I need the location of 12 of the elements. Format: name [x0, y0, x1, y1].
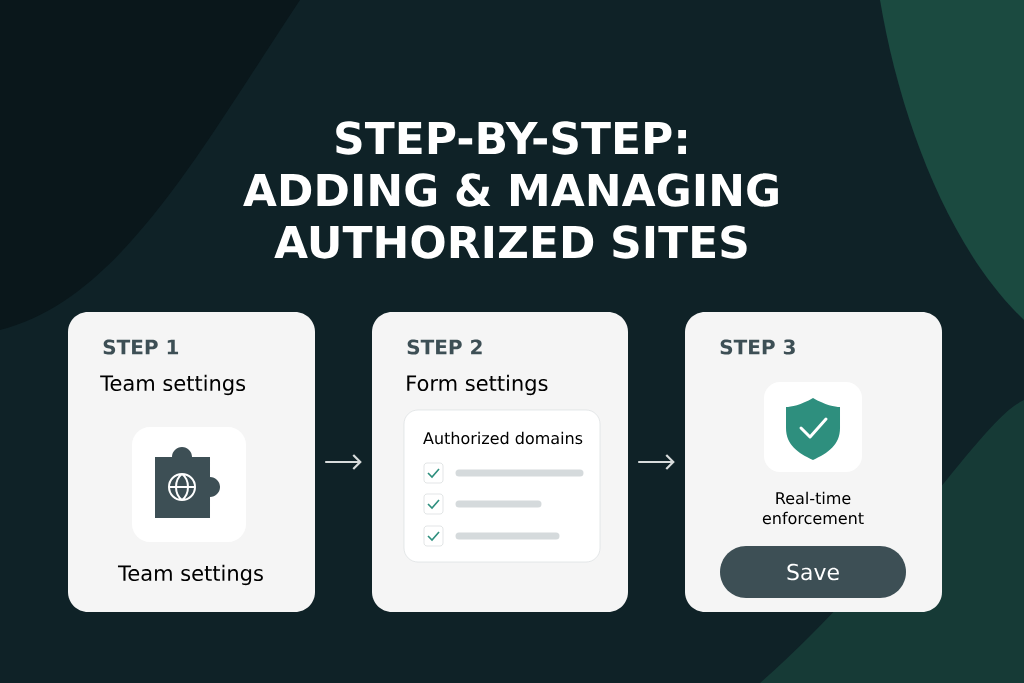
step-label: STEP 3 — [720, 339, 795, 355]
card-title: Team settings — [100, 374, 246, 396]
icon-caption: Real-time enforcement — [762, 491, 864, 525]
arrow — [638, 454, 675, 470]
title: STEP-BY-STEP: ADDING & MANAGING AUTHORIZED SITES — [243, 121, 778, 259]
card-title: Form settings — [407, 374, 548, 396]
icon-caption: Team settings — [118, 564, 263, 586]
button-label: Save — [787, 563, 839, 581]
step-label: STEP 1 — [103, 339, 179, 355]
panel-heading: Authorized domains — [423, 431, 583, 445]
arrow — [325, 454, 362, 470]
step-label: STEP 2 — [407, 339, 482, 355]
